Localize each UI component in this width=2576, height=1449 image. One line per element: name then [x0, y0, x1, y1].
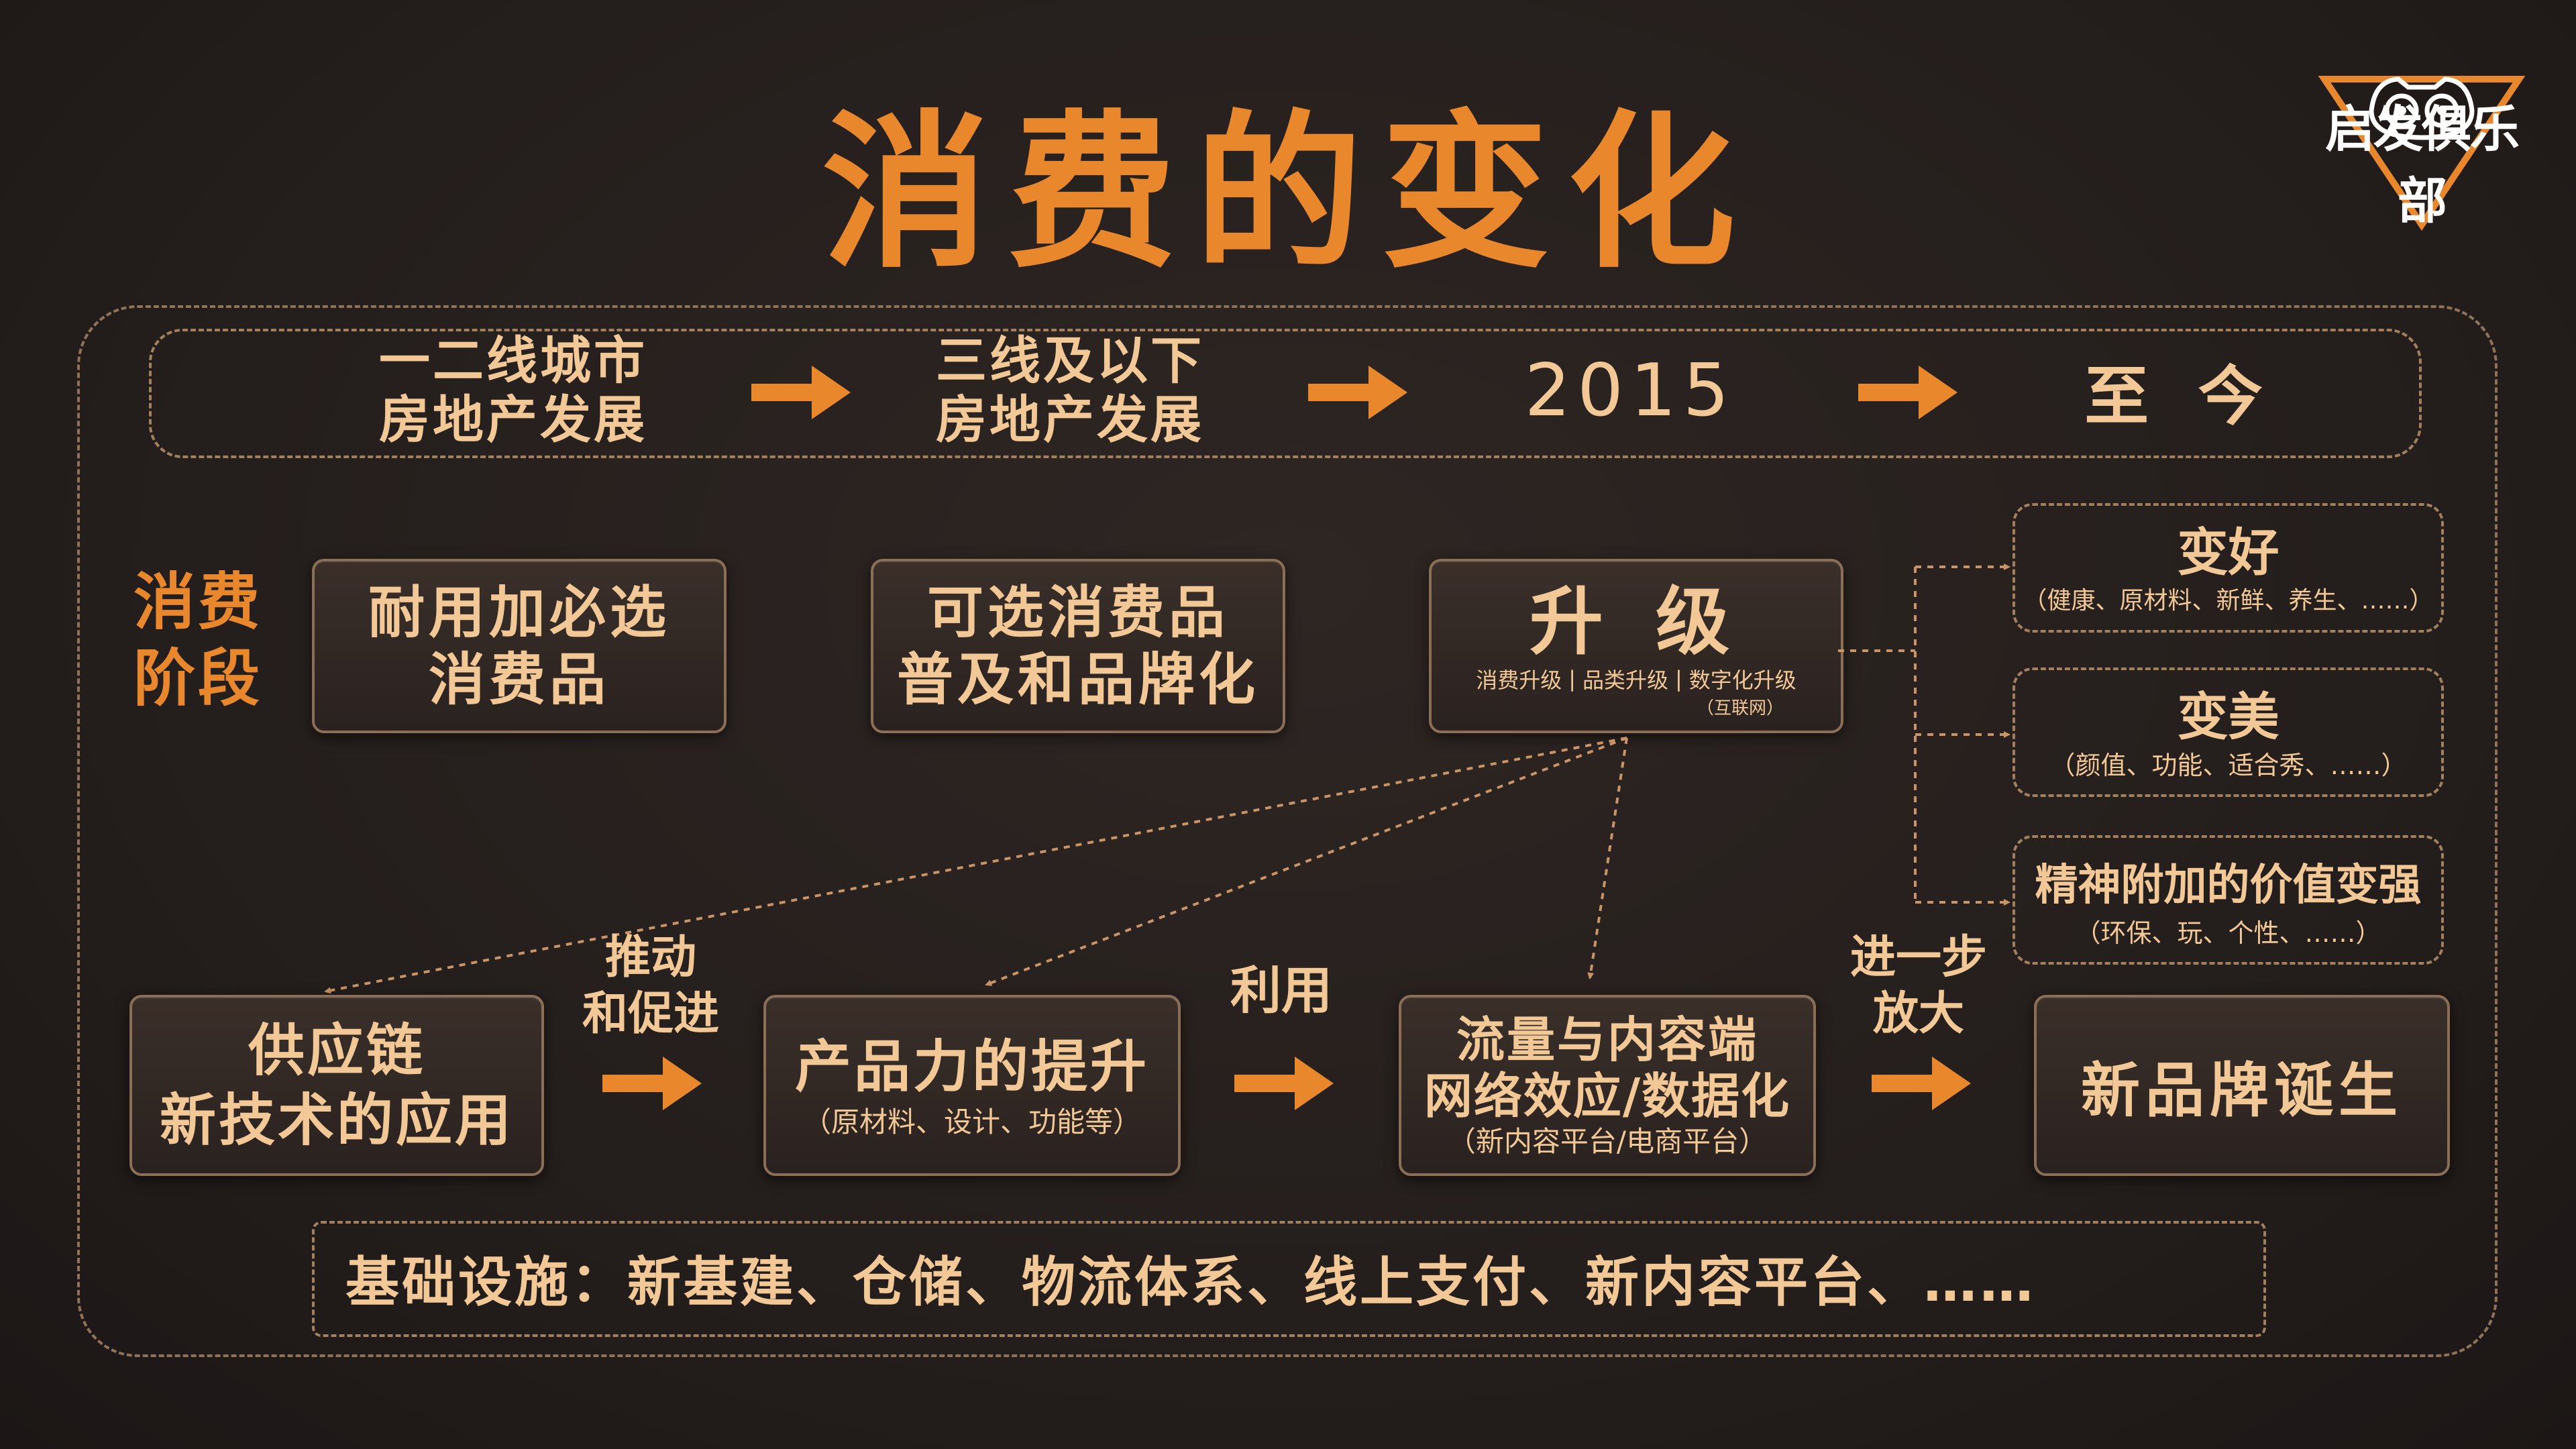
- arrow-right-icon: [1872, 1057, 1971, 1110]
- outcome-detail: （颜值、功能、适合秀、……）: [2049, 750, 2407, 780]
- arrow-right-icon: [751, 366, 851, 419]
- upgrade-note: （互联网）: [1696, 698, 1784, 718]
- flow-box-supply-chain: 供应链 新技术的应用: [129, 995, 544, 1176]
- outcome-box-better: 变好 （健康、原材料、新鲜、养生、……）: [2012, 503, 2444, 633]
- connector-label-drive: 推动 和促进: [582, 931, 719, 1040]
- outcome-box-beauty: 变美 （颜值、功能、适合秀、……）: [2012, 667, 2444, 797]
- infrastructure-frame: [312, 1221, 2266, 1337]
- stage-box-durable: 耐用加必选 消费品: [312, 559, 727, 733]
- outcome-detail: （环保、玩、个性、……）: [2075, 918, 2381, 948]
- logo: 启发俱乐部: [2308, 47, 2536, 235]
- infrastructure-text: 基础设施：新基建、仓储、物流体系、线上支付、新内容平台、……: [345, 1250, 2036, 1313]
- timeline-frame: [149, 329, 2422, 458]
- timeline-item-1: 一二线城市 房地产发展: [379, 331, 647, 449]
- arrow-right-icon: [1858, 366, 1957, 419]
- flow-box-new-brand: 新品牌诞生: [2034, 995, 2450, 1176]
- outer-frame: [77, 305, 2498, 1357]
- timeline-item-3: 2015: [1524, 348, 1736, 433]
- connector-label-amplify: 进一步 放大: [1849, 931, 1987, 1040]
- upgrade-box: 升 级 消费升级 | 品类升级 | 数字化升级 （互联网）: [1429, 559, 1843, 733]
- outcome-title: 精神附加的价值变强: [2035, 861, 2422, 910]
- outcome-title: 变美: [2177, 686, 2279, 747]
- outcome-detail: （健康、原材料、新鲜、养生、……）: [2023, 587, 2434, 614]
- flow-box-traffic: 流量与内容端 网络效应/数据化 （新内容平台/电商平台）: [1399, 995, 1816, 1176]
- page-title: 消费的变化: [822, 95, 1754, 290]
- upgrade-title: 升 级: [1529, 579, 1743, 665]
- stage-label: 消费 阶段: [133, 566, 262, 714]
- stage-box-optional: 可选消费品 普及和品牌化: [871, 559, 1285, 733]
- timeline-item-2: 三线及以下 房地产发展: [936, 331, 1204, 449]
- connector-label-use: 利用: [1230, 961, 1332, 1020]
- owl-icon: [2318, 76, 2526, 231]
- arrow-right-icon: [1234, 1057, 1334, 1110]
- flow-box-product: 产品力的提升 （原材料、设计、功能等）: [763, 995, 1181, 1176]
- outcome-box-spirit: 精神附加的价值变强 （环保、玩、个性、……）: [2012, 835, 2444, 965]
- arrow-right-icon: [602, 1057, 702, 1110]
- arrow-right-icon: [1308, 366, 1407, 419]
- upgrade-items: 消费升级 | 品类升级 | 数字化升级: [1476, 666, 1796, 693]
- timeline-item-4: 至 今: [2084, 358, 2276, 434]
- outcome-title: 变好: [2177, 522, 2279, 582]
